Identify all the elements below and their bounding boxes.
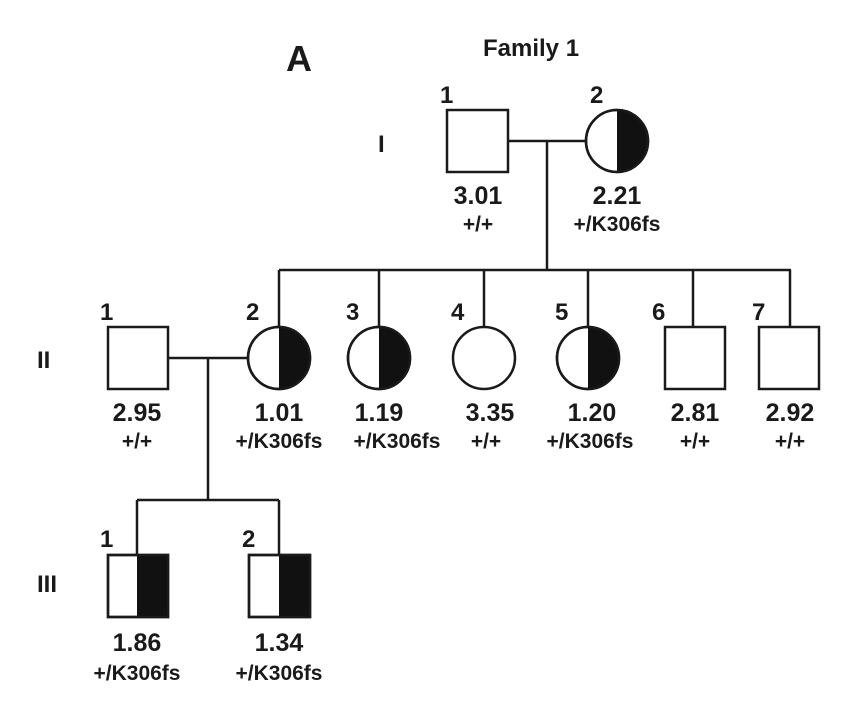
individual-II-7: 7 2.92 +/+: [752, 299, 821, 453]
individual-index: 2: [246, 299, 259, 326]
family-title: Family 1: [483, 35, 579, 62]
affected-half-fill: [617, 110, 648, 172]
individual-index: 5: [555, 299, 568, 326]
individual-II-1: 1 2.95 +/+: [100, 299, 170, 453]
individual-genotype: +/K306fs: [236, 662, 323, 685]
individual-index: 2: [242, 526, 255, 553]
panel-label: A: [286, 38, 312, 79]
individual-II-5: 5 1.20 +/K306fs: [547, 299, 634, 453]
male-square-unaffected: [445, 108, 510, 174]
individual-index: 1: [440, 82, 453, 109]
affected-half-fill: [279, 327, 310, 389]
individual-genotype: +/+: [122, 430, 152, 453]
individual-II-4: 4 3.35 +/+: [451, 299, 517, 453]
individual-III-2: 2 1.34 +/K306fs: [236, 526, 323, 685]
generation-label-II: II: [37, 347, 50, 374]
male-square-unaffected: [663, 325, 727, 391]
individual-value: 2.95: [113, 399, 162, 427]
individual-genotype: +/K306fs: [547, 430, 634, 453]
individual-value: 3.35: [466, 399, 515, 427]
individual-value: 2.21: [593, 182, 642, 210]
male-square-unaffected: [757, 325, 821, 391]
connector-lines: [135, 139, 792, 555]
individual-I-2: 2 2.21 +/K306fs: [574, 82, 661, 236]
individual-index: 1: [100, 299, 113, 326]
individual-genotype: +/+: [463, 213, 493, 236]
individual-value: 2.92: [766, 399, 815, 427]
male-square-unaffected: [106, 325, 170, 391]
individual-genotype: +/+: [680, 430, 710, 453]
individual-genotype: +/K306fs: [574, 213, 661, 236]
individual-value: 1.20: [568, 399, 617, 427]
individual-I-1: 1 3.01 +/+: [440, 82, 510, 236]
individual-index: 2: [590, 82, 603, 109]
individual-II-2: 2 1.01 +/K306fs: [236, 299, 323, 453]
individual-II-3: 3 1.19 +/K306fs: [346, 299, 440, 453]
individual-genotype: +/K306fs: [94, 662, 181, 685]
individual-value: 1.01: [255, 399, 304, 427]
individual-value: 1.34: [255, 629, 304, 657]
individual-index: 4: [451, 299, 465, 326]
generation-label-I: I: [378, 131, 385, 158]
individual-genotype: +/K306fs: [236, 430, 323, 453]
individual-value: 1.86: [113, 629, 162, 657]
individual-value: 2.81: [671, 399, 720, 427]
affected-half-fill: [588, 327, 619, 389]
individual-value: 1.19: [355, 399, 404, 427]
individual-index: 1: [100, 526, 113, 553]
female-circle-unaffected: [451, 325, 517, 391]
individual-genotype: +/K306fs: [354, 430, 441, 453]
affected-half-fill: [137, 555, 168, 617]
affected-half-fill: [279, 555, 310, 617]
individual-genotype: +/+: [775, 430, 805, 453]
individual-index: 6: [652, 299, 665, 326]
individual-value: 3.01: [454, 182, 503, 210]
generation-label-III: III: [37, 571, 57, 598]
individual-III-1: 1 1.86 +/K306fs: [94, 526, 181, 685]
individual-II-6: 6 2.81 +/+: [652, 299, 727, 453]
individual-index: 7: [752, 299, 765, 326]
affected-half-fill: [379, 327, 410, 389]
individual-genotype: +/+: [471, 430, 501, 453]
individual-index: 3: [346, 299, 359, 326]
